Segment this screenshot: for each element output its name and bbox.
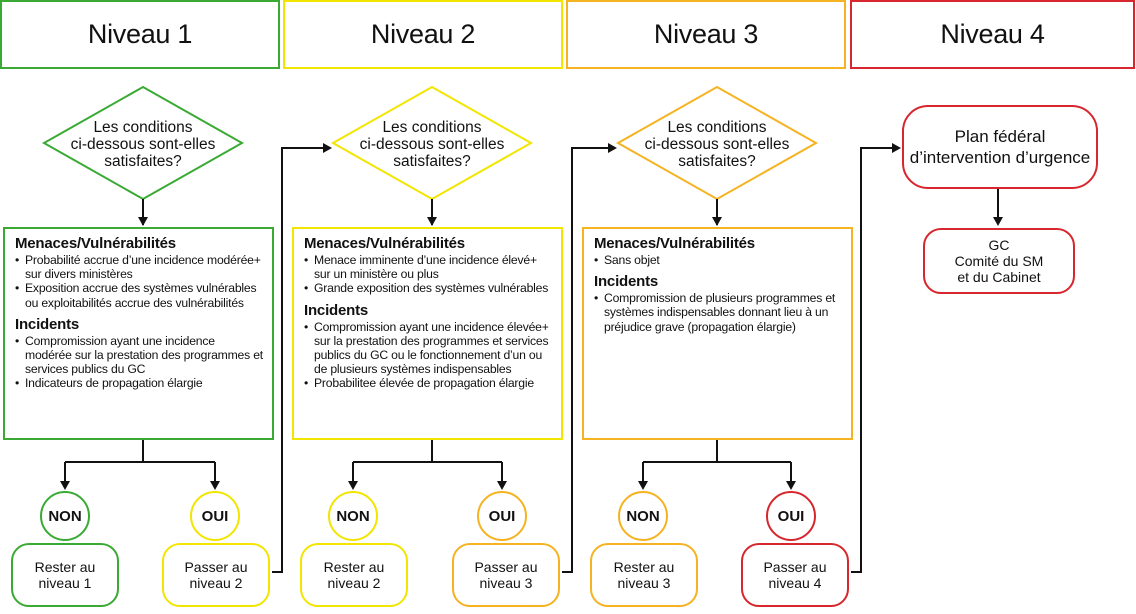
condition-item: Probabilitee élevée de propagation élarg… xyxy=(304,376,553,390)
condition-item: Grande exposition des systèmes vulnérabl… xyxy=(304,281,553,295)
arrow-head xyxy=(138,217,148,226)
no-circle: NON xyxy=(618,491,668,541)
condition-item: Compromission ayant une incidence modéré… xyxy=(15,334,264,377)
arrow-head xyxy=(497,481,507,490)
condition-item: Compromission ayant une incidence élevée… xyxy=(304,320,553,377)
decision-question: Les conditions ci-dessous sont-elles sat… xyxy=(70,118,216,170)
escalation-connector xyxy=(562,147,609,573)
condition-list: Menace imminente d’une incidence élevé+ … xyxy=(304,253,553,296)
level-header: Niveau 4 xyxy=(850,0,1135,69)
condition-item: Menace imminente d’une incidence élevé+ … xyxy=(304,253,553,281)
arrow-head xyxy=(993,217,1003,226)
section-title: Incidents xyxy=(15,315,80,333)
yes-circle: OUI xyxy=(477,491,527,541)
no-circle: NON xyxy=(40,491,90,541)
arrow-head xyxy=(786,481,796,490)
escalate-outcome: Passer au niveau 4 xyxy=(741,543,849,607)
decision-question: Les conditions ci-dessous sont-elles sat… xyxy=(644,118,790,170)
level-header: Niveau 1 xyxy=(0,0,280,69)
condition-list: Compromission ayant une incidence modéré… xyxy=(15,334,264,391)
condition-item: Sans objet xyxy=(594,253,843,267)
decision-question: Les conditions ci-dessous sont-elles sat… xyxy=(359,118,505,170)
escalate-outcome: Passer au niveau 3 xyxy=(452,543,560,607)
section-title: Incidents xyxy=(594,273,659,291)
committee-box: GC Comité du SM et du Cabinet xyxy=(923,228,1075,294)
section-title: Menaces/Vulnérabilités xyxy=(15,235,176,252)
section-title: Menaces/Vulnérabilités xyxy=(594,235,755,252)
condition-list: Sans objet xyxy=(594,253,843,267)
arrow-head xyxy=(323,143,332,153)
escalation-connector xyxy=(272,147,324,573)
arrow-head xyxy=(712,217,722,226)
section-title: Incidents xyxy=(304,301,369,319)
condition-item: Indicateurs de propagation élargie xyxy=(15,376,264,390)
arrow-head xyxy=(638,481,648,490)
arrow-head xyxy=(608,143,617,153)
arrow-head xyxy=(892,143,901,153)
condition-item: Exposition accrue des systèmes vulnérabl… xyxy=(15,281,264,309)
conditions-box: Menaces/VulnérabilitésProbabilité accrue… xyxy=(3,227,274,440)
section-title: Menaces/Vulnérabilités xyxy=(304,235,465,252)
condition-list: Compromission ayant une incidence élevée… xyxy=(304,320,553,391)
no-circle: NON xyxy=(328,491,378,541)
federal-plan-box: Plan fédéral d’intervention d’urgence xyxy=(902,105,1098,189)
escalation-connector xyxy=(851,147,893,573)
yes-circle: OUI xyxy=(766,491,816,541)
arrow-head xyxy=(60,481,70,490)
escalate-outcome: Passer au niveau 2 xyxy=(162,543,270,607)
stay-outcome: Rester au niveau 3 xyxy=(590,543,698,607)
condition-list: Probabilité accrue d’une incidence modér… xyxy=(15,253,264,310)
level-header: Niveau 2 xyxy=(283,0,563,69)
stay-outcome: Rester au niveau 1 xyxy=(11,543,119,607)
condition-list: Compromission de plusieurs programmes et… xyxy=(594,291,843,334)
yes-circle: OUI xyxy=(190,491,240,541)
stay-outcome: Rester au niveau 2 xyxy=(300,543,408,607)
condition-item: Probabilité accrue d’une incidence modér… xyxy=(15,253,264,281)
conditions-box: Menaces/VulnérabilitésMenace imminente d… xyxy=(292,227,563,440)
conditions-box: Menaces/VulnérabilitésSans objetIncident… xyxy=(582,227,853,440)
condition-item: Compromission de plusieurs programmes et… xyxy=(594,291,843,334)
arrow-head xyxy=(348,481,358,490)
arrow-head xyxy=(427,217,437,226)
level-header: Niveau 3 xyxy=(566,0,846,69)
arrow-head xyxy=(210,481,220,490)
